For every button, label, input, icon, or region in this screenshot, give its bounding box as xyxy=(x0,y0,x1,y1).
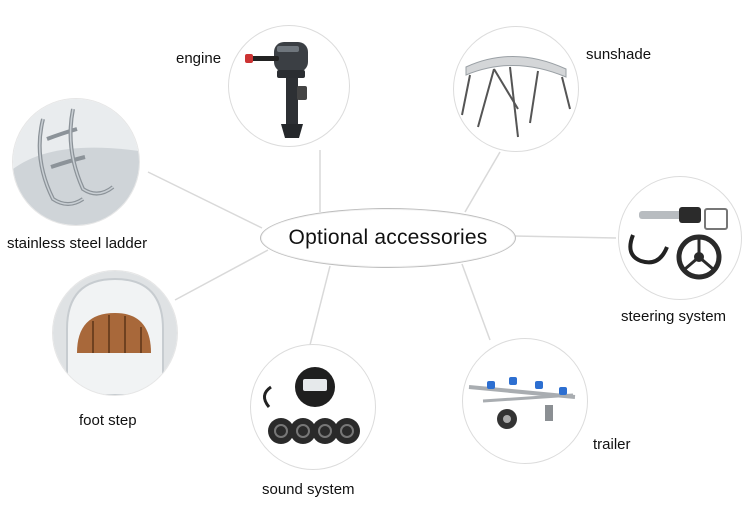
steering-node xyxy=(618,176,742,300)
foot-step-node xyxy=(52,270,178,396)
connector-sound xyxy=(309,265,331,346)
marine-stereo-icon xyxy=(263,367,360,444)
sound-node xyxy=(250,344,376,470)
sound-label: sound system xyxy=(262,481,355,498)
boat-trailer-icon xyxy=(468,377,576,429)
outboard-engine-icon xyxy=(245,42,308,138)
engine-node xyxy=(228,25,350,147)
connector-steering xyxy=(513,235,617,239)
connector-foot-step xyxy=(174,249,269,301)
connector-sunshade xyxy=(464,151,501,213)
sunshade-label: sunshade xyxy=(586,46,652,63)
engine-label: engine xyxy=(176,50,222,67)
trailer-node xyxy=(462,338,588,464)
steering-wheel-icon xyxy=(628,207,728,280)
ladder-icon xyxy=(13,99,139,225)
center-hub: Optional accessories xyxy=(260,208,516,268)
foot-step-label: foot step xyxy=(79,412,137,429)
ladder-label: stainless steel ladder xyxy=(7,235,148,252)
sunshade-node xyxy=(453,26,579,152)
trailer-label: trailer xyxy=(593,436,631,453)
connector-ladder xyxy=(147,171,263,229)
steering-label: steering system xyxy=(621,308,727,325)
foot-step-icon xyxy=(53,271,177,395)
ladder-node xyxy=(12,98,140,226)
connector-trailer xyxy=(461,263,491,341)
center-title: Optional accessories xyxy=(288,226,488,249)
bimini-sunshade-icon xyxy=(461,56,571,138)
